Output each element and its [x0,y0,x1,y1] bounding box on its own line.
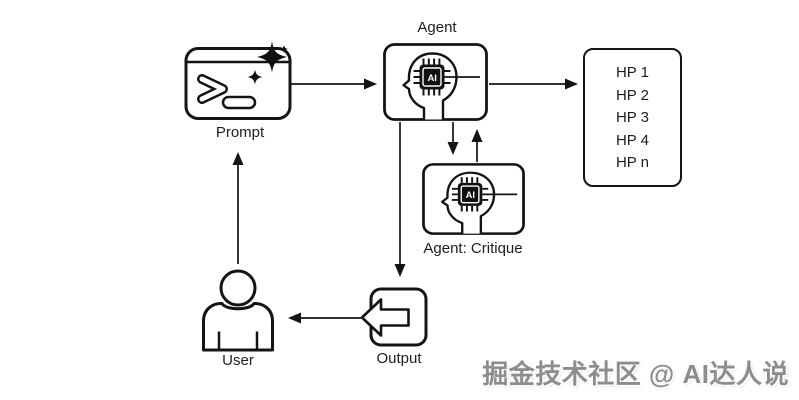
exit-arrow-icon [360,287,428,347]
critique-head-chip-icon: AI [422,163,525,235]
user-label: User [222,352,254,369]
terminal-sparkle-icon [184,41,292,120]
agent-head-chip-icon: AI [383,43,488,121]
hp-item: HP n [615,154,650,171]
hp-list-box: HP 1 HP 2 HP 3 HP 4 HP n [583,48,682,187]
prompt-label: Prompt [215,124,265,141]
sparkle-tiny-icon [280,45,288,53]
hp-item: HP 2 [615,86,650,104]
output-label: Output [376,350,422,367]
chip-ai-text: AI [427,73,437,84]
sparkle-small-icon [247,69,263,85]
critique-label: Agent: Critique [423,240,523,257]
hp-item: HP 4 [615,131,650,149]
hp-item: HP 1 [615,64,650,81]
chip-ai-text: AI [466,190,475,200]
hp-item: HP 3 [615,109,650,126]
watermark-text: 掘金技术社区 @ AI达人说 [482,359,789,389]
person-icon [202,269,274,352]
sparkle-large-icon [257,41,287,73]
agent-label: Agent [417,19,457,36]
